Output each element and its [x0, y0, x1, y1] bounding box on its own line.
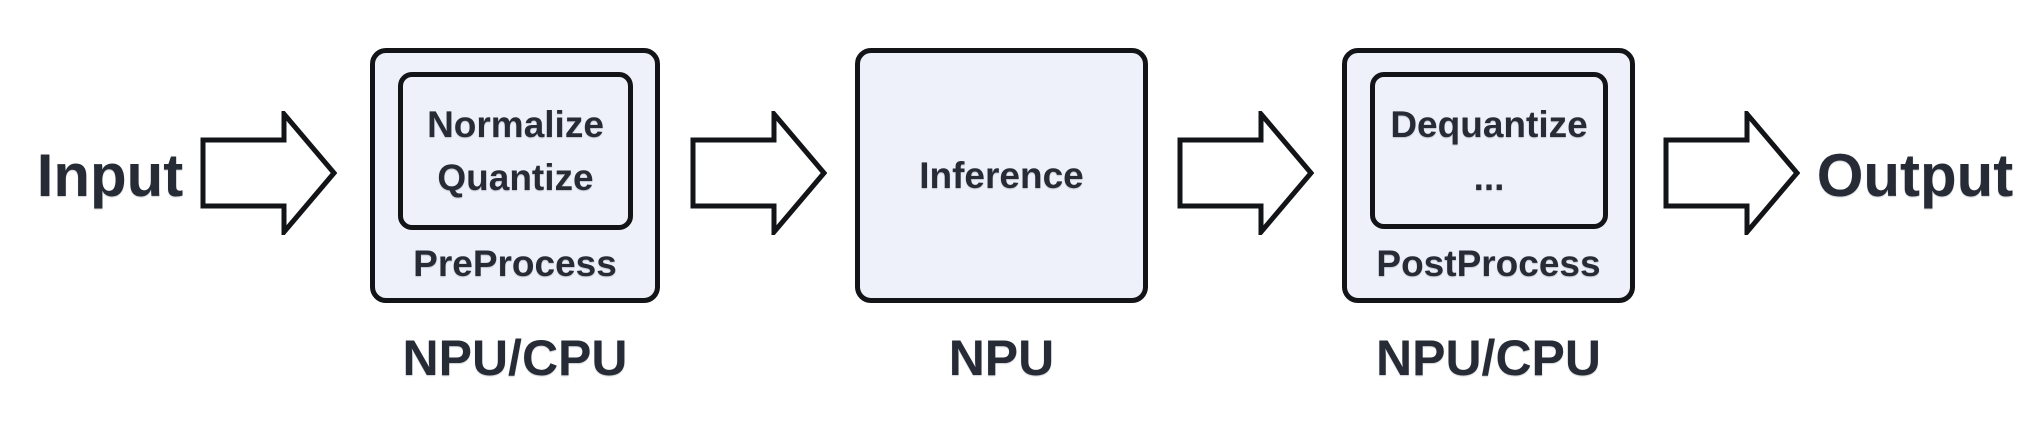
op-quantize-label: Quantize: [437, 157, 594, 198]
flow-arrow-icon: [690, 111, 827, 235]
preprocess-stage-box: Normalize Quantize PreProcess: [370, 48, 660, 303]
output-label: Output: [1816, 142, 2014, 209]
postprocess-ops-box: Dequantize ...: [1370, 72, 1608, 229]
preprocess-ops-box: Normalize Quantize: [398, 72, 633, 230]
inference-label: Inference: [919, 155, 1084, 196]
inference-stage-box: Inference: [855, 48, 1148, 303]
postprocess-processor-label: NPU/CPU: [1375, 330, 1602, 386]
preprocess-processor-label: NPU/CPU: [402, 330, 628, 386]
postprocess-stage-label: PostProcess: [1376, 243, 1601, 284]
flow-arrow-icon: [1177, 111, 1314, 235]
inference-processor-label: NPU: [948, 330, 1055, 386]
flow-arrow-icon: [1663, 111, 1800, 235]
postprocess-stage-box: Dequantize ... PostProcess: [1342, 48, 1635, 303]
op-ellipsis-label: ...: [1473, 156, 1505, 198]
input-label: Input: [36, 142, 184, 209]
flow-arrow-icon: [200, 111, 337, 235]
op-dequantize-label: Dequantize: [1390, 103, 1588, 145]
preprocess-stage-label: PreProcess: [413, 243, 617, 284]
op-normalize-label: Normalize: [427, 104, 604, 145]
